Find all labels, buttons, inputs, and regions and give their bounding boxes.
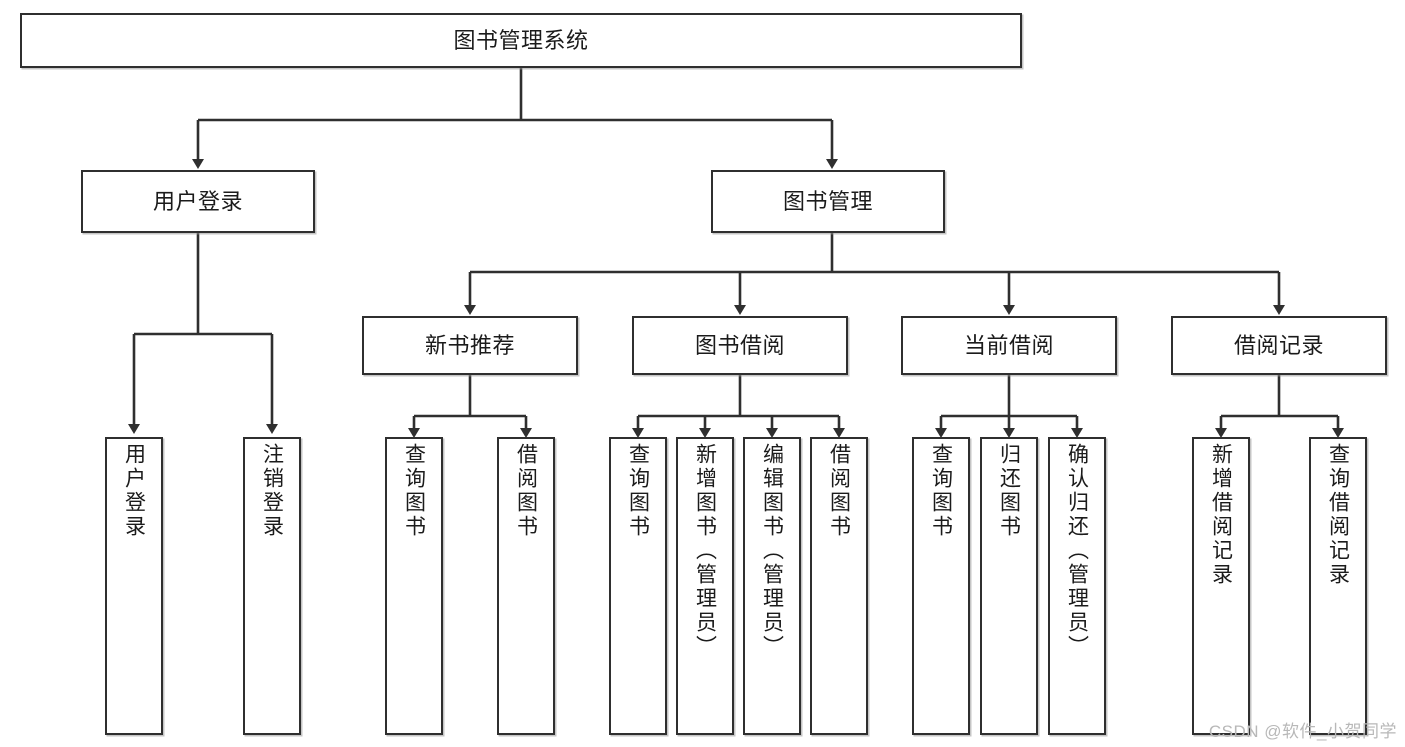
node-root-label: 图书管理系统 bbox=[453, 27, 589, 53]
node-leaf-borrow-book-2-label: 借阅图书 bbox=[827, 443, 851, 539]
node-borrow-record[interactable]: 借阅记录 bbox=[1171, 316, 1387, 375]
node-leaf-user-login-label: 用户登录 bbox=[122, 443, 146, 539]
node-leaf-query-book-3-label: 查询图书 bbox=[929, 443, 953, 539]
node-leaf-add-record[interactable]: 新增借阅记录 bbox=[1192, 437, 1250, 735]
node-book-manage[interactable]: 图书管理 bbox=[711, 170, 945, 233]
node-user-login[interactable]: 用户登录 bbox=[81, 170, 315, 233]
node-leaf-logout-label: 注销登录 bbox=[260, 443, 284, 539]
node-new-book-recommend-label: 新书推荐 bbox=[424, 332, 515, 358]
node-leaf-logout[interactable]: 注销登录 bbox=[243, 437, 301, 735]
node-root[interactable]: 图书管理系统 bbox=[20, 13, 1022, 68]
node-book-manage-label: 图书管理 bbox=[782, 188, 873, 214]
node-borrow-record-label: 借阅记录 bbox=[1233, 332, 1324, 358]
node-leaf-user-login[interactable]: 用户登录 bbox=[105, 437, 163, 735]
node-leaf-query-book-1[interactable]: 查询图书 bbox=[385, 437, 443, 735]
node-leaf-borrow-book-1-label: 借阅图书 bbox=[514, 443, 538, 539]
node-leaf-edit-book-label: 编辑图书（管理员） bbox=[760, 443, 784, 659]
node-leaf-query-book-1-label: 查询图书 bbox=[402, 443, 426, 539]
node-leaf-confirm-return-label: 确认归还（管理员） bbox=[1065, 443, 1089, 659]
node-book-borrow-label: 图书借阅 bbox=[694, 332, 785, 358]
node-leaf-query-record-label: 查询借阅记录 bbox=[1326, 443, 1350, 587]
node-new-book-recommend[interactable]: 新书推荐 bbox=[362, 316, 578, 375]
node-leaf-return-book[interactable]: 归还图书 bbox=[980, 437, 1038, 735]
node-leaf-confirm-return[interactable]: 确认归还（管理员） bbox=[1048, 437, 1106, 735]
node-leaf-query-book-2-label: 查询图书 bbox=[626, 443, 650, 539]
node-user-login-label: 用户登录 bbox=[152, 188, 243, 214]
node-leaf-return-book-label: 归还图书 bbox=[997, 443, 1021, 539]
node-leaf-add-book-label: 新增图书（管理员） bbox=[693, 443, 717, 659]
node-current-borrow[interactable]: 当前借阅 bbox=[901, 316, 1117, 375]
node-leaf-add-book[interactable]: 新增图书（管理员） bbox=[676, 437, 734, 735]
node-leaf-add-record-label: 新增借阅记录 bbox=[1209, 443, 1233, 587]
node-book-borrow[interactable]: 图书借阅 bbox=[632, 316, 848, 375]
node-leaf-query-book-2[interactable]: 查询图书 bbox=[609, 437, 667, 735]
node-leaf-edit-book[interactable]: 编辑图书（管理员） bbox=[743, 437, 801, 735]
node-leaf-borrow-book-1[interactable]: 借阅图书 bbox=[497, 437, 555, 735]
watermark: CSDN @软件_小贺同学 bbox=[1208, 722, 1397, 741]
node-current-borrow-label: 当前借阅 bbox=[963, 332, 1054, 358]
node-leaf-query-record[interactable]: 查询借阅记录 bbox=[1309, 437, 1367, 735]
node-leaf-query-book-3[interactable]: 查询图书 bbox=[912, 437, 970, 735]
node-leaf-borrow-book-2[interactable]: 借阅图书 bbox=[810, 437, 868, 735]
